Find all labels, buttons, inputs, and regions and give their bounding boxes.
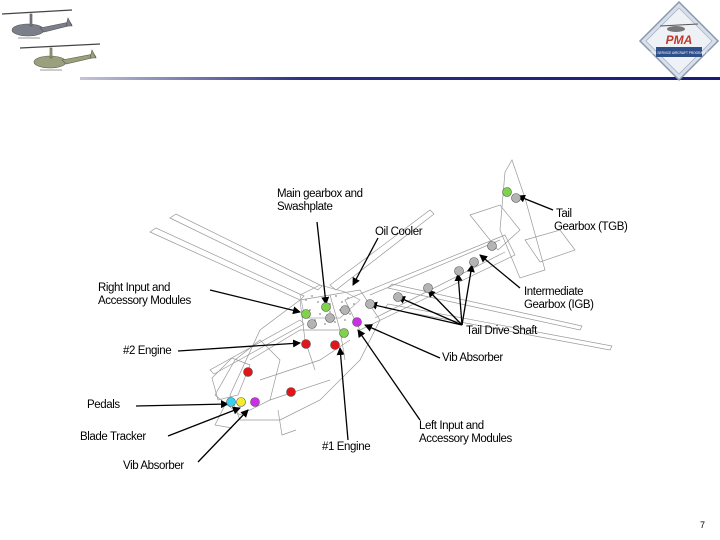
helicopter-icon-top [1,9,73,39]
arrow-tail-shaft-4 [454,273,463,326]
label-main-gearbox-line2: Swashplate [277,201,333,213]
arrow-pedals [135,400,229,409]
sensor-dot-shaft-1 [423,283,433,293]
label-engine-2: #2 Engine [123,345,172,358]
sensor-dot-left-input [339,328,349,338]
label-right-input: Right Input and Accessory Modules [98,282,191,308]
arrow-engine-1 [336,347,349,441]
sensor-dot-shaft-2 [393,292,403,302]
sensor-dot-igb-1 [487,241,497,251]
sensor-dot-cockpit [243,367,253,377]
sensor-dot-engine-2 [301,339,311,349]
arrow-right-input [209,289,301,315]
arrow-blade-tracker [167,406,241,437]
header-bar [80,77,720,80]
sensor-dot-blade-tracker [236,397,246,407]
label-right-input-line2: Accessory Modules [98,295,191,307]
logo-text: PMA [666,33,693,47]
label-pedals: Pedals [87,399,120,412]
page-number: 7 [700,520,706,530]
sensor-dot-swashplate-1 [307,319,317,329]
arrow-tail-shaft-2 [397,296,463,326]
label-blade-tracker-line1: Blade Tracker [80,431,146,443]
label-main-gearbox: Main gearbox and Swashplate [277,188,363,214]
label-oil-cooler-line1: Oil Cooler [375,226,423,238]
sensor-dot-swashplate-3 [340,305,350,315]
label-intermediate-gearbox-line2: Gearbox (IGB) [524,299,594,311]
pma-logo: PMA NAVY RAIL SERVICE AIRCRAFT PROGRAM O… [638,0,720,82]
sensor-dot-igb-3 [454,266,464,276]
sensor-dot-fuselage [286,387,296,397]
header-helicopters-image [1,9,101,71]
label-tail-gearbox-line2: Gearbox (TGB) [554,221,628,233]
label-intermediate-gearbox-line1: Intermediate [524,286,584,298]
arrow-vib-absorber-front [197,409,249,463]
arrow-intermediate-gearbox [479,254,521,289]
sensor-dot-tgb-green [502,187,512,197]
logo-subtext: NAVY RAIL SERVICE AIRCRAFT PROGRAM OFFIC… [640,51,718,55]
helicopter-icon-bottom [19,43,101,71]
sensor-dot-swashplate-2 [325,313,335,323]
label-tail-gearbox-line1: Tail [556,208,572,220]
sensor-dot-pedals [226,397,236,407]
sensor-dot-igb-2 [469,257,479,267]
label-left-input: Left Input and Accessory Modules [419,420,512,446]
sensor-dot-main-gearbox [321,302,331,312]
label-tail-gearbox: Tail Gearbox (TGB) [554,208,628,234]
label-right-input-line1: Right Input and [98,282,171,294]
arrow-left-input [357,329,421,421]
label-vib-absorber-rear-line1: Vib Absorber [442,352,503,364]
label-left-input-line1: Left Input and [419,420,484,432]
label-blade-tracker: Blade Tracker [80,431,146,444]
arrow-vib-absorber-rear [364,324,441,359]
sensor-dot-shaft-3 [365,299,375,309]
label-engine-2-line1: #2 Engine [123,345,172,357]
label-tail-drive-shaft-line1: Tail Drive Shaft [466,325,537,337]
arrow-oil-cooler [352,237,379,286]
arrow-tail-shaft-1 [369,301,463,326]
sensor-dot-vib-absorber-front [250,397,260,407]
label-left-input-line2: Accessory Modules [419,433,512,445]
sensor-dot-vib-absorber-rear [352,317,362,327]
label-pedals-line1: Pedals [87,399,120,411]
gearbox-detail [305,295,355,325]
sensor-dots [226,187,521,407]
label-intermediate-gearbox: Intermediate Gearbox (IGB) [524,286,594,312]
sensor-dot-right-input [301,309,311,319]
sensor-dot-engine-1 [330,340,340,350]
label-engine-1: #1 Engine [322,441,371,454]
sensor-dot-tgb-gray [511,193,521,203]
label-vib-absorber-rear: Vib Absorber [442,352,503,365]
arrow-engine-2 [177,339,301,352]
arrow-tail-shaft-3 [427,289,463,326]
helicopter-wireframe [149,159,613,436]
arrow-tail-shaft-5 [461,264,475,326]
arrow-tail-gearbox [517,194,554,211]
label-tail-drive-shaft: Tail Drive Shaft [466,325,537,338]
label-engine-1-line1: #1 Engine [322,441,371,453]
label-vib-absorber-front: Vib Absorber [123,460,184,473]
callout-arrows [135,194,554,463]
label-main-gearbox-line1: Main gearbox and [277,188,363,200]
arrow-main-gearbox [316,221,330,305]
label-vib-absorber-front-line1: Vib Absorber [123,460,184,472]
label-oil-cooler: Oil Cooler [375,226,423,239]
